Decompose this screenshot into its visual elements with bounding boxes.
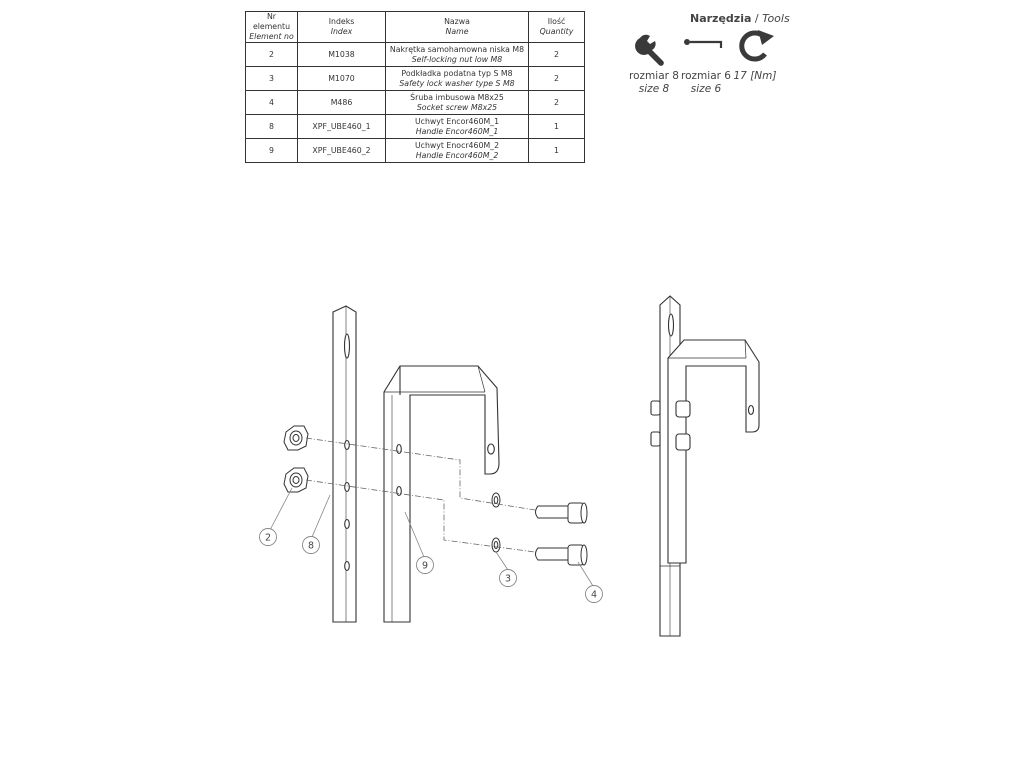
tool-label-torque: 17 [Nm] (733, 70, 777, 82)
wrench-icon (635, 34, 664, 66)
cell-qty: 1 (528, 138, 585, 163)
cell-no: 9 (245, 138, 298, 163)
tool-caption-torque: 17 [Nm] (732, 70, 778, 83)
cell-qty: 2 (528, 66, 585, 91)
tools-title: Narzędzia / Tools (690, 12, 790, 25)
callout-3: 3 (499, 569, 517, 587)
part-9-handle (383, 365, 500, 623)
callout-2: 2 (259, 528, 277, 546)
callout-8: 8 (302, 536, 320, 554)
cell-qty: 1 (528, 114, 585, 139)
tool-caption-hex-key: rozmiar 6 size 6 (680, 70, 732, 96)
torque-icon (739, 30, 774, 62)
callout-4: 4 (585, 585, 603, 603)
part-4-screw-upper (535, 502, 588, 524)
part-2-nut-upper (283, 425, 309, 451)
cell-index: XPF_UBE460_2 (297, 138, 386, 163)
part-4-screw-lower (535, 544, 588, 566)
tool-label-pl: rozmiar 8 (629, 70, 679, 82)
part-3-washer-lower (491, 537, 501, 553)
svg-text:2: 2 (265, 533, 271, 544)
svg-text:4: 4 (591, 590, 597, 601)
tool-label-en: size 6 (690, 83, 722, 95)
part-2-nut-lower (283, 467, 309, 493)
svg-text:9: 9 (422, 561, 428, 572)
cell-qty: 2 (528, 90, 585, 115)
cell-qty: 2 (528, 42, 585, 67)
tool-label-pl: rozmiar 6 (681, 70, 731, 82)
tools-title-pl: Narzędzia (690, 12, 752, 25)
tool-caption-wrench: rozmiar 8 size 8 (628, 70, 680, 96)
cell-index: M1038 (297, 42, 386, 67)
svg-text:8: 8 (308, 541, 314, 552)
callout-9: 9 (416, 556, 434, 574)
part-3-washer-upper (491, 492, 501, 508)
tools-title-en: Tools (762, 12, 790, 25)
tools-title-separator: / (751, 12, 763, 25)
part-8-bracket (332, 305, 357, 623)
hex-key-icon (684, 39, 723, 48)
cell-no: 8 (245, 114, 298, 139)
assembly-axis-lines (305, 437, 536, 553)
tool-label-en: size 8 (638, 83, 670, 95)
svg-text:3: 3 (505, 574, 511, 585)
callout-leaders (269, 487, 594, 587)
assembled-view (650, 295, 760, 637)
